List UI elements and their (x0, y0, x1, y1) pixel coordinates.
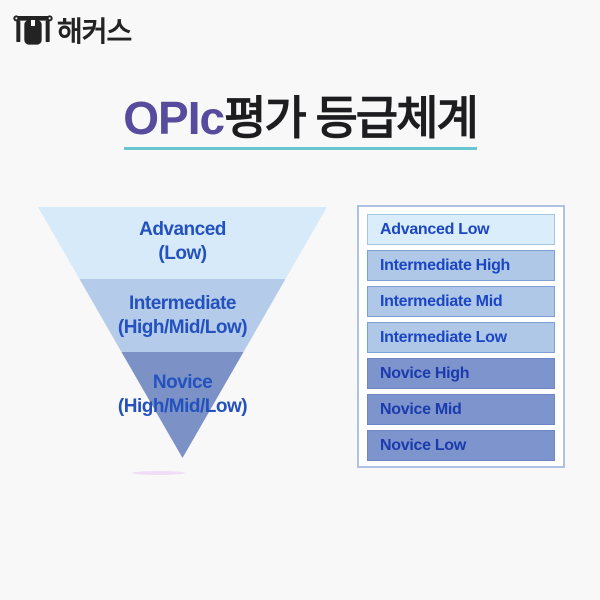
title-highlight: OPIc (123, 92, 225, 144)
page-title: OPIc평가 등급체계 (0, 82, 600, 148)
logo-text: 해커스 (57, 16, 132, 47)
grade-funnel (38, 207, 327, 458)
funnel-band-advanced (38, 207, 327, 279)
funnel-tip-shadow (132, 471, 185, 475)
funnel-band-novice (38, 352, 327, 458)
hackers-pillar-icon (13, 15, 53, 45)
title-underline (124, 147, 477, 150)
hackers-logo: 해커스 (13, 10, 132, 50)
grade-bar-novice-mid: Novice Mid (367, 394, 555, 425)
grade-bar-novice-high: Novice High (367, 358, 555, 389)
funnel-band-intermediate (38, 279, 327, 352)
title-rest: 평가 등급체계 (224, 92, 479, 144)
grade-bar-intermediate-high: Intermediate High (367, 250, 555, 281)
grade-bar-intermediate-low: Intermediate Low (367, 322, 555, 353)
grade-bar-intermediate-mid: Intermediate Mid (367, 286, 555, 317)
grade-bar-advanced-low: Advanced Low (367, 214, 555, 245)
grade-list-panel: Advanced Low Intermediate High Intermedi… (357, 205, 565, 468)
grade-bar-novice-low: Novice Low (367, 430, 555, 461)
